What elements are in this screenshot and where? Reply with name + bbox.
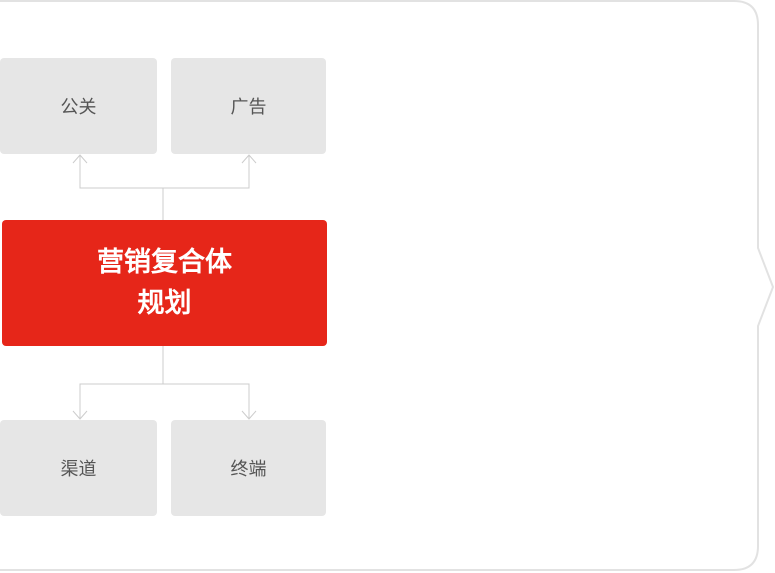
node-label: 终端 [230,459,267,480]
core-title-line2: 规划 [137,288,192,319]
node-terminal: 终端 [171,420,326,516]
core-title-line1: 营销复合体 [97,247,232,278]
node-label: 广告 [230,97,267,118]
node-pr: 公关 [0,58,157,154]
core-node: 营销复合体 规划 [2,220,327,346]
node-advertising: 广告 [171,58,326,154]
node-label: 公关 [60,97,97,118]
node-label: 渠道 [60,459,97,480]
node-channel: 渠道 [0,420,157,516]
